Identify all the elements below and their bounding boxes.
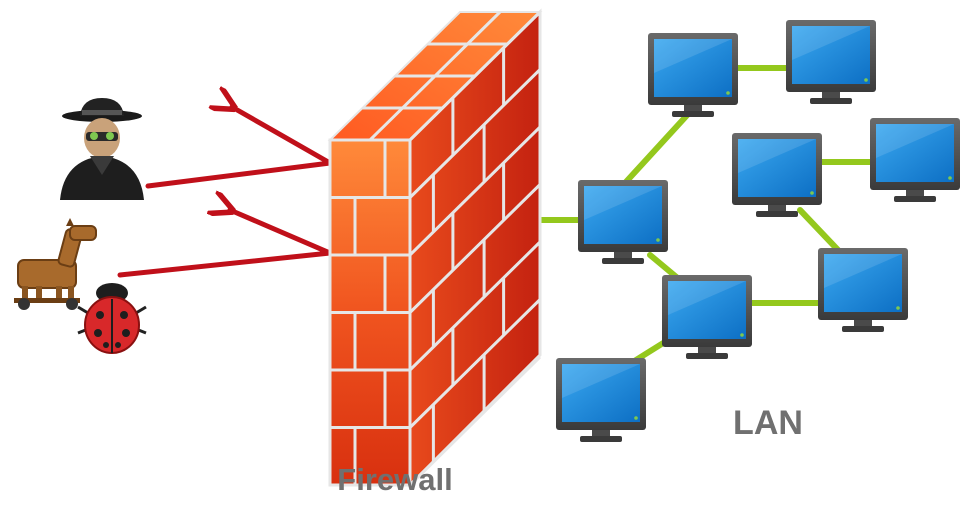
lan-link — [797, 207, 841, 253]
deflected-arrow — [230, 210, 333, 256]
deflected-arrow — [232, 107, 333, 166]
computer-monitor-icon — [870, 118, 960, 202]
lan-computers — [556, 20, 960, 442]
trojan-horse-icon — [14, 218, 97, 310]
computer-monitor-icon — [786, 20, 876, 104]
computer-monitor-icon — [818, 248, 908, 332]
computer-monitor-icon — [648, 33, 738, 117]
computer-monitor-icon — [556, 358, 646, 442]
blocked-arrow-shaft — [117, 250, 333, 278]
threat-arrows — [117, 107, 333, 278]
blocked-arrow-shaft — [145, 160, 333, 189]
firewall-label: Firewall — [337, 462, 453, 497]
computer-monitor-icon — [732, 133, 822, 217]
computer-monitor-icon — [578, 180, 668, 264]
firewall-wall — [327, 8, 543, 487]
hacker-icon — [60, 98, 144, 200]
computer-monitor-icon — [662, 275, 752, 359]
lan-label: LAN — [733, 404, 803, 442]
ladybug-icon — [77, 283, 147, 354]
lan-link — [622, 109, 693, 186]
wall-mortar — [328, 8, 542, 487]
